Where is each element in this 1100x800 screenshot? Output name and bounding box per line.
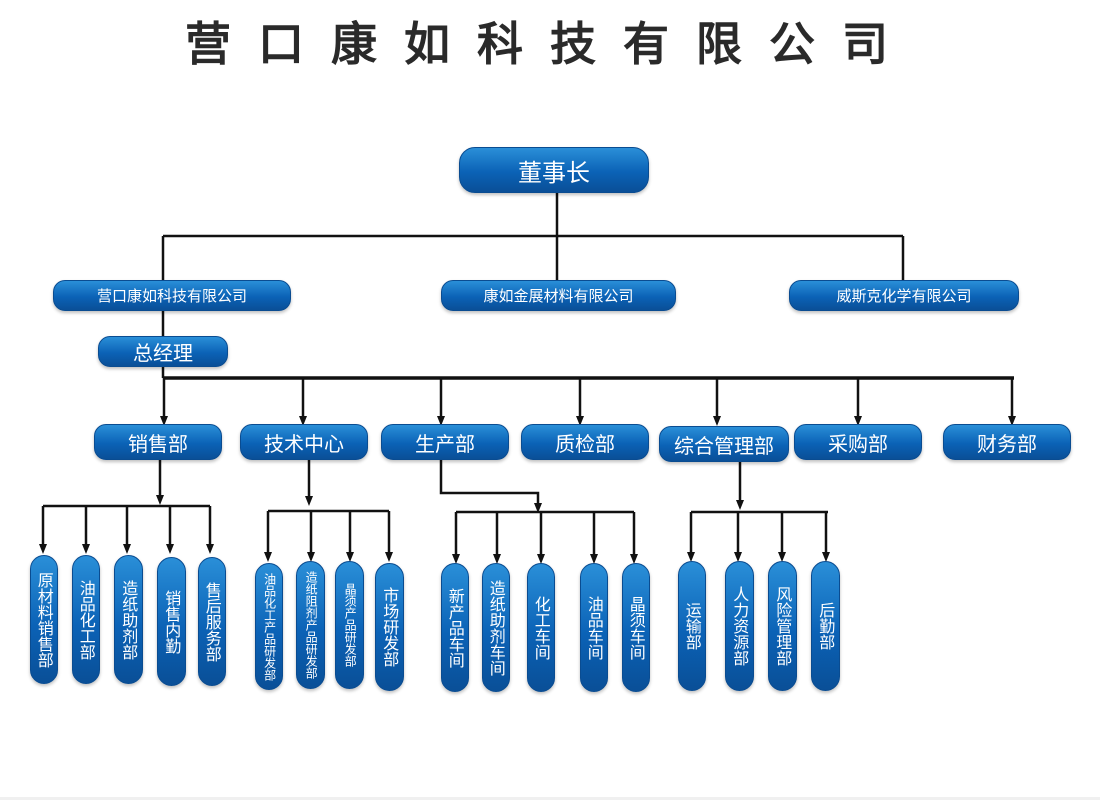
dept-admin-box: 综合管理部 — [659, 426, 789, 462]
production-unit-box: 化工车间 — [527, 563, 555, 692]
sales-unit-box: 销售内勤 — [157, 557, 186, 686]
admin-unit-box: 后勤部 — [811, 561, 840, 691]
sales-unit-box: 造纸助剂部 — [114, 555, 143, 684]
admin-unit-box: 运输部 — [678, 561, 706, 691]
arrow-production-sub — [439, 460, 542, 513]
dept-sales-box: 销售部 — [94, 424, 222, 460]
bottom-divider — [0, 797, 1100, 800]
tech-unit-box: 晶须产品研发部 — [335, 561, 364, 689]
general-manager-box: 总经理 — [98, 336, 228, 367]
company-box-weisike: 威斯克化学有限公司 — [789, 280, 1019, 311]
sales-unit-box: 原材料销售部 — [30, 555, 58, 684]
dept-qc-box: 质检部 — [521, 424, 649, 460]
production-unit-box: 油品车间 — [580, 563, 608, 692]
production-unit-box: 造纸助剂车间 — [482, 563, 510, 692]
dept-finance-box: 财务部 — [943, 424, 1071, 460]
tech-unit-box: 市场研发部 — [375, 563, 404, 691]
chairman-box: 董事长 — [459, 147, 649, 193]
tech-unit-box: 油品化工产品研发部 — [255, 563, 283, 690]
dept-tech-box: 技术中心 — [240, 424, 368, 460]
sales-unit-box: 售后服务部 — [198, 557, 226, 686]
admin-unit-box: 人力资源部 — [725, 561, 754, 691]
dept-production-box: 生产部 — [381, 424, 509, 460]
dept-purchase-box: 采购部 — [794, 424, 922, 460]
company-box-yingkou: 营口康如科技有限公司 — [53, 280, 291, 311]
company-title: 营口康如科技有限公司 — [185, 17, 915, 71]
production-unit-box: 晶须车间 — [622, 563, 650, 692]
company-box-jinzhan: 康如金展材料有限公司 — [441, 280, 676, 311]
sales-unit-box: 油品化工部 — [72, 555, 100, 684]
admin-unit-box: 风险管理部 — [768, 561, 797, 691]
production-unit-box: 新产品车间 — [441, 563, 469, 692]
tech-unit-box: 造纸阻剂产品研发部 — [296, 561, 325, 689]
